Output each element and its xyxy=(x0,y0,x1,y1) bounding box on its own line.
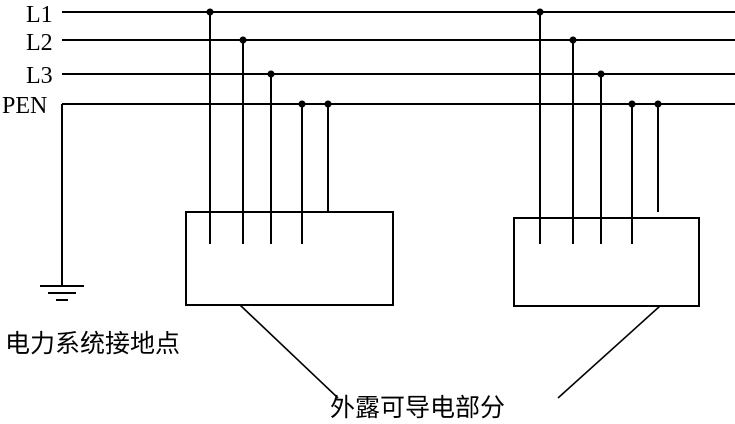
label-l3: L3 xyxy=(26,63,53,89)
equipment-1-conductors xyxy=(209,12,329,244)
earth-ground-icon xyxy=(40,285,84,301)
equipment-2-junction-dots xyxy=(536,8,662,108)
label-l1: L1 xyxy=(26,2,53,28)
equipment-2-conductors xyxy=(539,12,659,244)
leader-line-2 xyxy=(557,305,661,399)
label-l2: L2 xyxy=(26,30,53,56)
leader-line-1 xyxy=(239,304,339,399)
grounding-point-label: 电力系统接地点 xyxy=(5,329,180,358)
equipment-enclosure-2 xyxy=(513,217,700,307)
exposed-conductive-parts-label: 外露可导电部分 xyxy=(330,393,505,422)
equipment-enclosure-1 xyxy=(185,211,394,306)
equipment-1-junction-dots xyxy=(206,8,332,108)
label-pen: PEN xyxy=(2,93,47,119)
